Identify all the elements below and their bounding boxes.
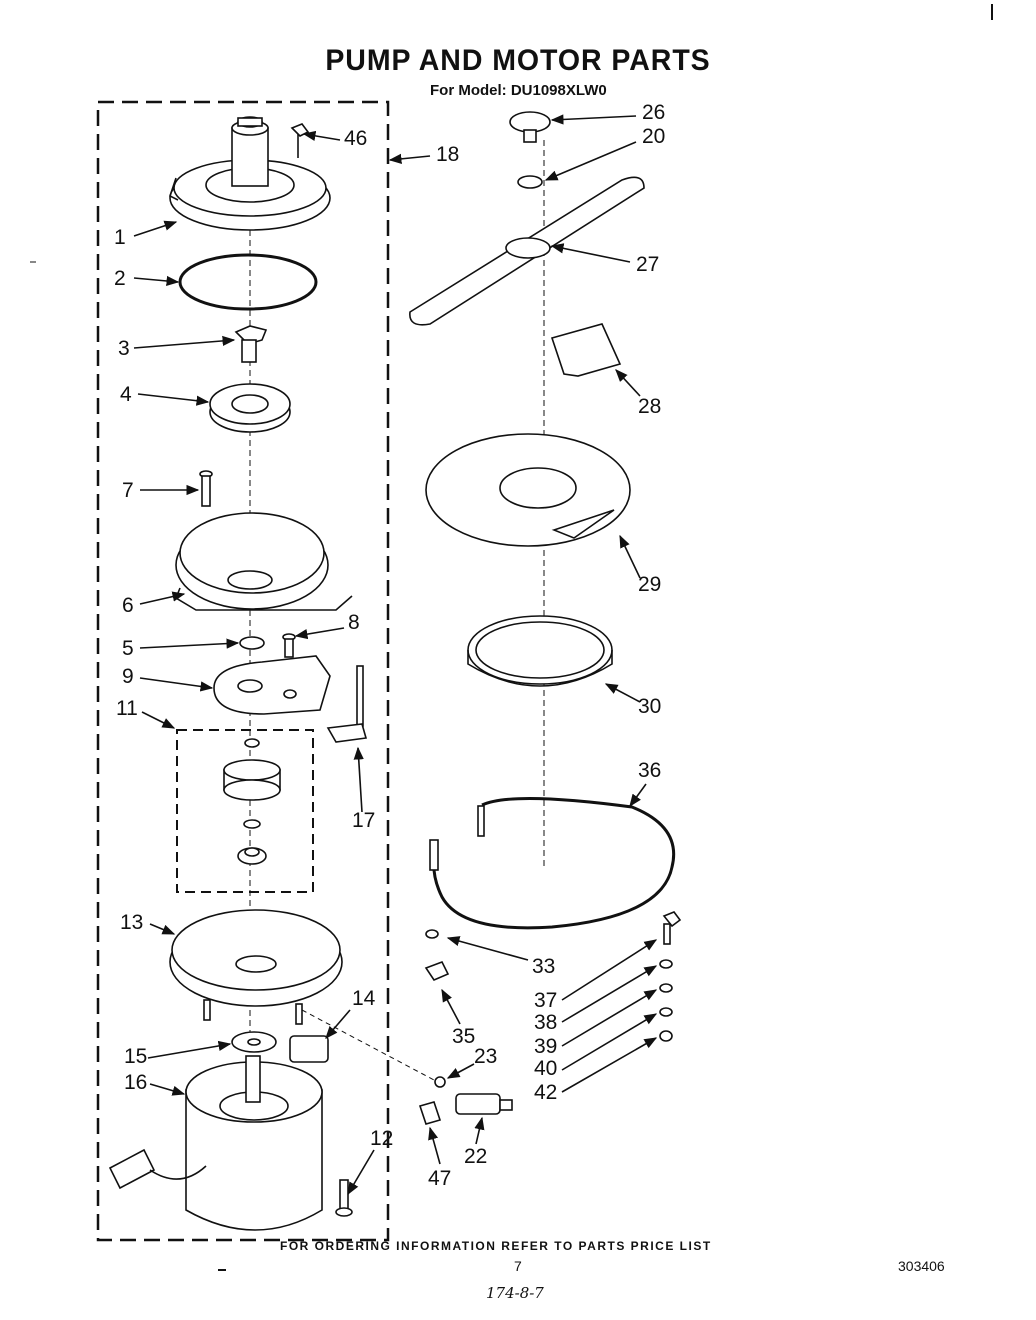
nut-stack [659,911,682,1042]
callout-18: 18 [436,143,460,166]
assembly-11-boundary [176,729,314,893]
callout-30: 30 [638,695,662,718]
ordering-info-footer: FOR ORDERING INFORMATION REFER TO PARTS … [280,1239,712,1253]
assembly-18-boundary [96,100,390,1242]
plate-9 [213,655,331,715]
callout-2: 2 [114,267,126,290]
callout-29: 29 [638,573,662,596]
thermostat-22 [455,1093,513,1115]
callout-7: 7 [122,479,134,502]
callout-20: 20 [642,125,666,148]
callout-1: 1 [114,226,126,249]
callout-17: 17 [352,809,376,832]
o-ring-seal [178,253,318,311]
clip-47 [418,1101,442,1125]
callout-14: 14 [352,987,376,1010]
page-title: PUMP AND MOTOR PARTS [325,44,711,77]
page-number: 7 [514,1258,522,1274]
seal-15 [231,1031,277,1053]
callout-39: 39 [534,1035,558,1058]
callout-28: 28 [638,395,662,418]
callout-16: 16 [124,1071,148,1094]
screw-7 [199,470,213,507]
gasket-23 [434,1076,446,1088]
part-46-clip [290,123,310,158]
document-code: 303406 [898,1258,945,1274]
callout-33: 33 [532,955,556,978]
ring-30 [467,615,613,687]
filter-screen [425,433,631,547]
part-3-nut [234,325,268,363]
callout-12: 12 [370,1127,394,1150]
callout-23: 23 [474,1045,498,1068]
callout-35: 35 [452,1025,476,1048]
callout-3: 3 [118,337,130,360]
callout-13: 13 [120,911,144,934]
washer-33 [425,929,439,939]
model-label: For Model: DU1098XLW0 [430,82,607,99]
pump-housing-cover [169,116,331,231]
callout-9: 9 [122,665,134,688]
callout-37: 37 [534,989,558,1012]
callout-42: 42 [534,1081,558,1104]
part-17-rod [326,665,368,743]
callout-15: 15 [124,1045,148,1068]
callout-47: 47 [428,1167,452,1190]
chopper-assembly [223,738,281,865]
screw-8 [282,633,296,658]
callout-11: 11 [116,697,138,720]
part-14-block [289,1035,329,1063]
callout-4: 4 [120,383,132,406]
clip-35 [424,960,450,981]
bolt-12 [335,1179,353,1217]
callout-5: 5 [122,637,134,660]
handwritten-note: 174-8-7 [486,1284,544,1302]
callout-40: 40 [534,1057,558,1080]
callout-36: 36 [638,759,662,782]
heater-element [429,796,676,930]
bracket-28 [550,323,622,377]
callout-6: 6 [122,594,134,617]
callout-26: 26 [642,101,666,124]
impeller [209,383,291,433]
callout-22: 22 [464,1145,488,1168]
motor [108,1055,323,1231]
pump-base [175,512,353,611]
callout-46: 46 [344,127,368,150]
callout-27: 27 [636,253,660,276]
motor-mount-plate [169,909,343,1025]
callout-38: 38 [534,1011,558,1034]
callout-8: 8 [348,611,360,634]
spray-arm [409,176,645,326]
cap-26 [509,111,551,143]
washer-20 [517,175,543,189]
washer-5 [239,636,265,650]
